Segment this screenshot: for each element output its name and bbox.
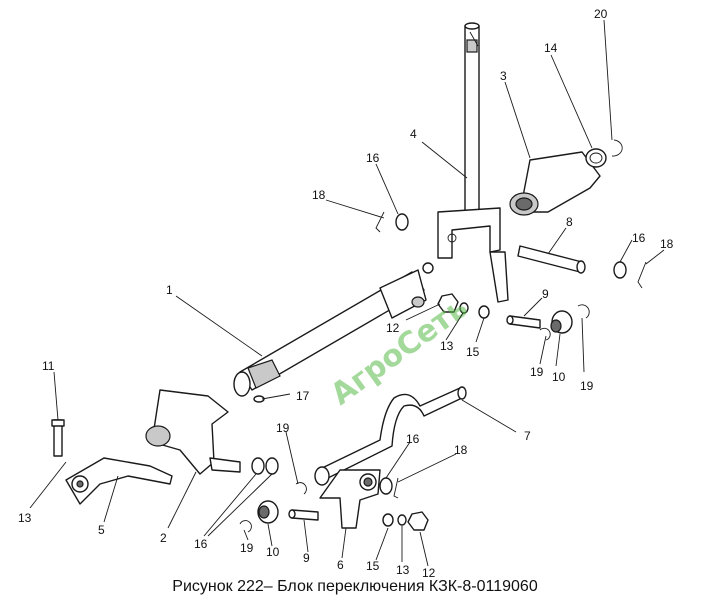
leader-lines: [29, 19, 665, 567]
part-12-nut-upper: [437, 293, 459, 313]
callout-labels: 1 2 3 4 5 6 7 8 9 9 10 10 11 12 12 13 13…: [18, 7, 674, 580]
callout-15-upper: 15: [466, 345, 480, 359]
callout-13-upper: 13: [440, 339, 454, 353]
part-18-cotter-right: [637, 261, 647, 289]
part-16-washer-lower: [379, 477, 393, 495]
callout-13-lower: 13: [396, 563, 410, 577]
part-10-bushing-upper-bore: [550, 319, 562, 333]
callout-6: 6: [337, 558, 344, 572]
part-2-bracket: [145, 389, 241, 475]
callout-1: 1: [166, 283, 173, 297]
part-13-washer-lower: [397, 514, 407, 526]
part-12-nut-lower: [407, 511, 429, 531]
callout-19-upper-a: 19: [530, 365, 544, 379]
part-19-ring-upper-b: [577, 304, 590, 319]
callout-18-top: 18: [312, 188, 326, 202]
part-5-arm: [65, 457, 173, 505]
callout-18-right: 18: [660, 237, 674, 251]
callout-7: 7: [524, 429, 531, 443]
part-14-bushing: [585, 148, 607, 168]
part-18-cotter-lower: [393, 477, 399, 499]
part-9-bolt-lower: [288, 509, 319, 521]
part-7-bent-rod: [314, 386, 467, 486]
callout-20: 20: [594, 7, 608, 21]
callout-9-lower: 9: [303, 551, 310, 565]
part-3-bracket: [509, 151, 601, 216]
callout-14: 14: [544, 41, 558, 55]
part-13-washer-upper: [459, 302, 469, 314]
callout-2: 2: [160, 531, 167, 545]
callout-3: 3: [500, 69, 507, 83]
callout-4: 4: [410, 127, 417, 141]
part-16-washer-top: [395, 213, 409, 231]
callout-9-upper: 9: [542, 287, 549, 301]
callout-12-lower: 12: [422, 566, 436, 580]
callout-11: 11: [42, 359, 55, 373]
part-18-cotter-top: [375, 211, 385, 233]
part-19-ring-upper-a: [539, 327, 551, 341]
figure-caption: Рисунок 222– Блок переключения КЗК-8-011…: [172, 578, 538, 595]
part-washer-left-a: [251, 457, 265, 475]
part-14-bushing-bore: [589, 152, 603, 164]
callout-16-right: 16: [632, 231, 646, 245]
callout-17: 17: [296, 389, 310, 403]
callout-15-lower: 15: [366, 559, 380, 573]
callout-19-upper-b: 19: [580, 379, 594, 393]
part-20-retaining-ring: [611, 139, 623, 157]
callout-5: 5: [98, 523, 105, 537]
part-9-bolt-upper: [506, 315, 541, 329]
callout-16-left: 16: [194, 537, 208, 551]
part-4-lever: [437, 22, 509, 303]
part-15-washer-lower: [382, 513, 394, 527]
part-1-shaft: [233, 262, 434, 397]
callout-10-upper: 10: [552, 370, 566, 384]
part-15-washer-upper: [478, 305, 490, 319]
part-10-bushing-lower-bore: [258, 505, 270, 519]
callout-16-center: 16: [406, 432, 420, 446]
callout-13-left: 13: [18, 511, 32, 525]
callout-8: 8: [566, 215, 573, 229]
callout-18-center: 18: [454, 443, 468, 457]
callout-12-upper: 12: [386, 321, 400, 335]
part-8-axle: [517, 245, 586, 274]
part-16-washer-right: [613, 261, 627, 279]
part-19-ring-lower-a: [239, 520, 252, 533]
part-washer-left-b: [265, 457, 279, 475]
part-6-lever: [319, 469, 381, 529]
callout-16-top: 16: [366, 151, 380, 165]
callout-19-mid: 19: [276, 421, 290, 435]
callout-19-lower: 19: [240, 541, 254, 555]
part-11-bolt: [51, 419, 65, 457]
callout-10-lower: 10: [266, 545, 280, 559]
part-19-ring-lower-b: [295, 482, 307, 495]
